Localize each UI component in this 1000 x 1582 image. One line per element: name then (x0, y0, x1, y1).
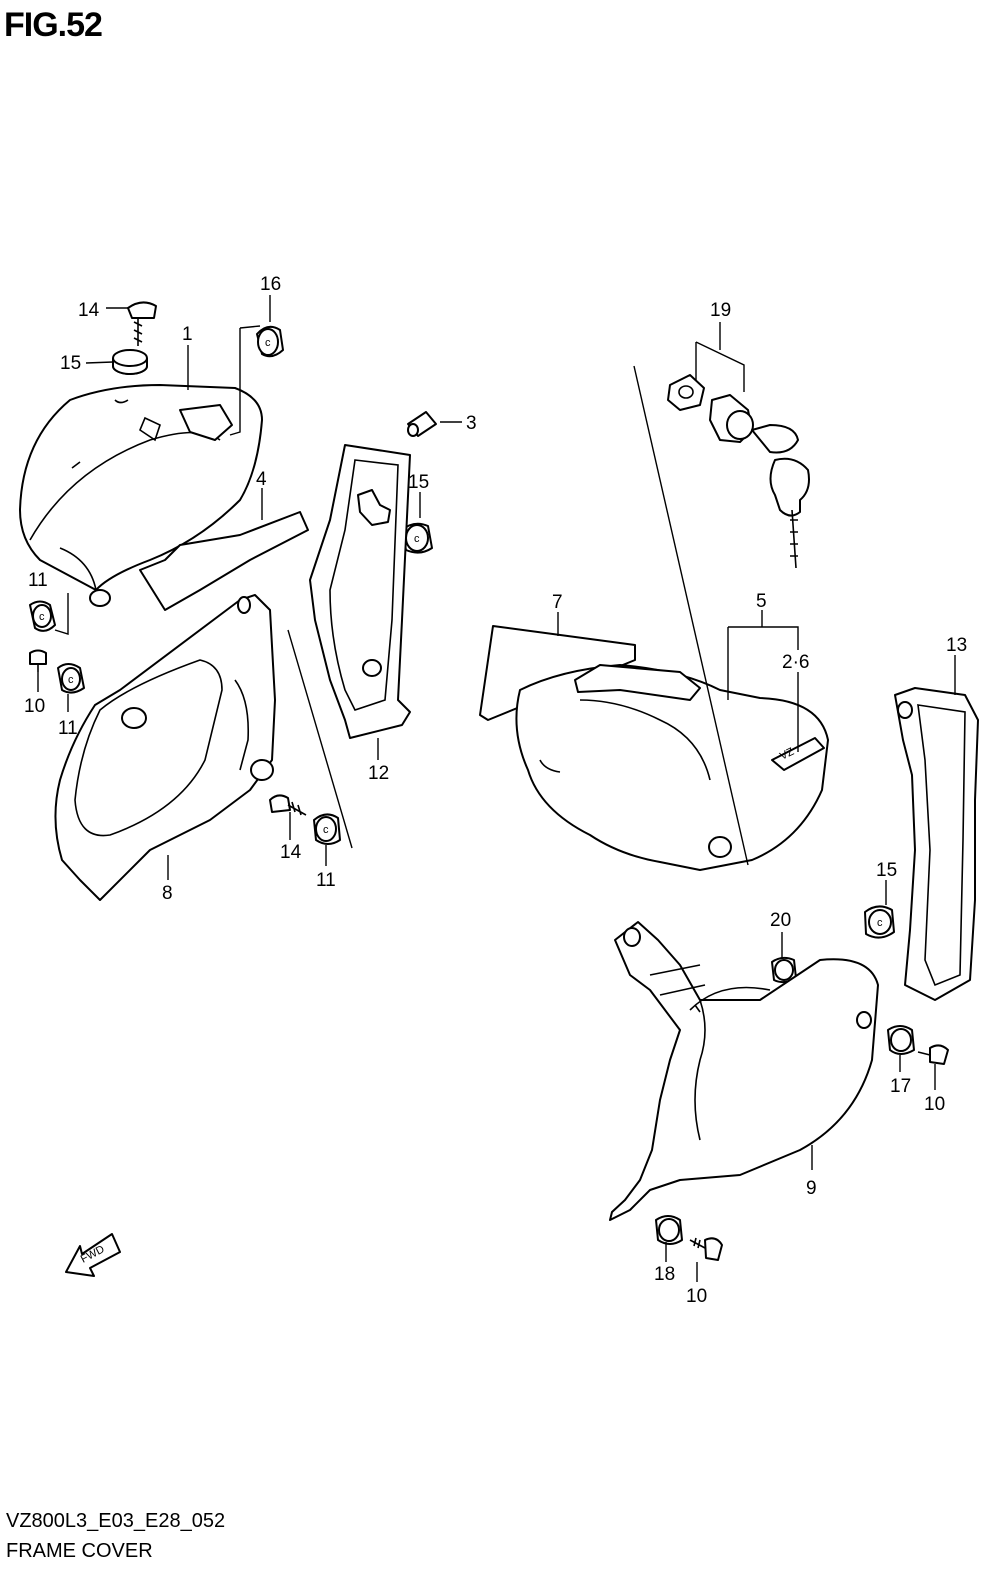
callout-13: 13 (946, 635, 967, 656)
screw-10-left (29, 649, 47, 672)
collar-3 (407, 411, 437, 437)
screw-14-lower (269, 794, 307, 816)
side-cover-5: VZ (515, 664, 829, 871)
screw-10-bottom (689, 1237, 723, 1261)
screw-10-right (917, 1044, 949, 1065)
grommet-15-right: c (864, 905, 895, 939)
callout-5: 5 (756, 591, 767, 612)
lock-set-19 (667, 374, 810, 569)
grommet-16: c (256, 325, 284, 358)
callout-11-mid: 11 (58, 718, 78, 739)
svg-text:c: c (68, 674, 74, 686)
callout-numbers: 14 15 1 16 3 15 4 11 10 11 12 14 11 8 19… (24, 274, 967, 1307)
svg-text:c: c (323, 824, 329, 836)
callout-10-right: 10 (924, 1094, 945, 1115)
grommet-11-lower: c (313, 813, 341, 845)
callout-16: 16 (260, 274, 281, 295)
svg-text:c: c (265, 337, 271, 349)
callout-18: 18 (654, 1264, 675, 1285)
callout-1: 1 (182, 324, 193, 345)
frame-cover-1 (19, 384, 263, 607)
callout-12: 12 (368, 763, 389, 784)
callout-10-bottom: 10 (686, 1286, 707, 1307)
callout-17: 17 (890, 1076, 911, 1097)
fwd-arrow-icon: FWD (65, 1233, 121, 1277)
callout-14-top: 14 (78, 300, 100, 321)
diagram-code: VZ800L3_E03_E28_052 (6, 1510, 226, 1532)
bracket-13 (894, 687, 979, 1001)
callout-14-lower: 14 (280, 842, 302, 863)
grommet-15-top (112, 349, 148, 375)
callout-11-left: 11 (28, 570, 48, 591)
bracket-12 (309, 444, 411, 739)
grommet-11-left: c (29, 600, 56, 632)
grommet-18 (655, 1215, 683, 1245)
callout-10-left: 10 (24, 696, 45, 717)
svg-text:c: c (414, 533, 420, 545)
callout-4: 4 (256, 469, 267, 490)
leader-lines (37, 295, 956, 1282)
callout-15-mid: 15 (408, 472, 429, 493)
grommet-17 (887, 1025, 915, 1055)
diagram-name: FRAME COVER (6, 1540, 153, 1562)
callout-8: 8 (162, 883, 173, 904)
callout-15-top: 15 (60, 353, 81, 374)
svg-text:c: c (39, 611, 45, 623)
callout-2-6: 2·6 (782, 652, 809, 673)
side-cover-8 (54, 594, 276, 901)
grommet-15-mid: c (401, 522, 433, 554)
svg-text:VZ: VZ (778, 746, 796, 763)
svg-text:c: c (877, 917, 883, 929)
callout-19: 19 (710, 300, 731, 321)
callout-11-lower: 11 (316, 870, 336, 891)
callout-3: 3 (466, 413, 477, 434)
grommet-11-mid: c (57, 663, 85, 694)
figure-title: FIG.52 (4, 6, 103, 44)
side-cover-9 (609, 921, 879, 1221)
callout-9: 9 (806, 1178, 817, 1199)
callout-7: 7 (552, 592, 563, 613)
bracket-4 (139, 511, 309, 611)
callout-15-right: 15 (876, 860, 897, 881)
screw-14-top (127, 301, 157, 346)
callout-20: 20 (770, 910, 791, 931)
